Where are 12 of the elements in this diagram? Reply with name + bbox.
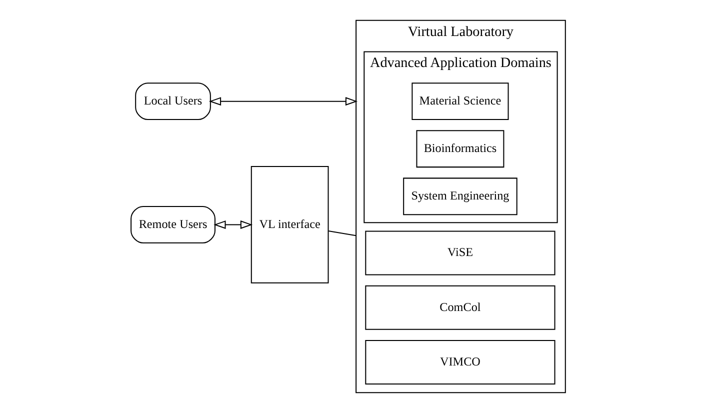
node-box: ComCol xyxy=(364,285,555,330)
node-box: VL interface xyxy=(250,166,328,284)
node-box: Material Science xyxy=(411,82,508,120)
node-box: ViSE xyxy=(364,230,555,276)
connector xyxy=(328,230,356,236)
node-box: VIMCO xyxy=(364,340,555,384)
arrow xyxy=(208,97,358,106)
node-box: Local Users xyxy=(134,82,210,120)
node-box: Bioinformatics xyxy=(416,130,504,168)
node-box: Remote Users xyxy=(130,206,215,244)
node-box: System Engineering xyxy=(402,178,517,216)
arrow xyxy=(213,220,252,229)
